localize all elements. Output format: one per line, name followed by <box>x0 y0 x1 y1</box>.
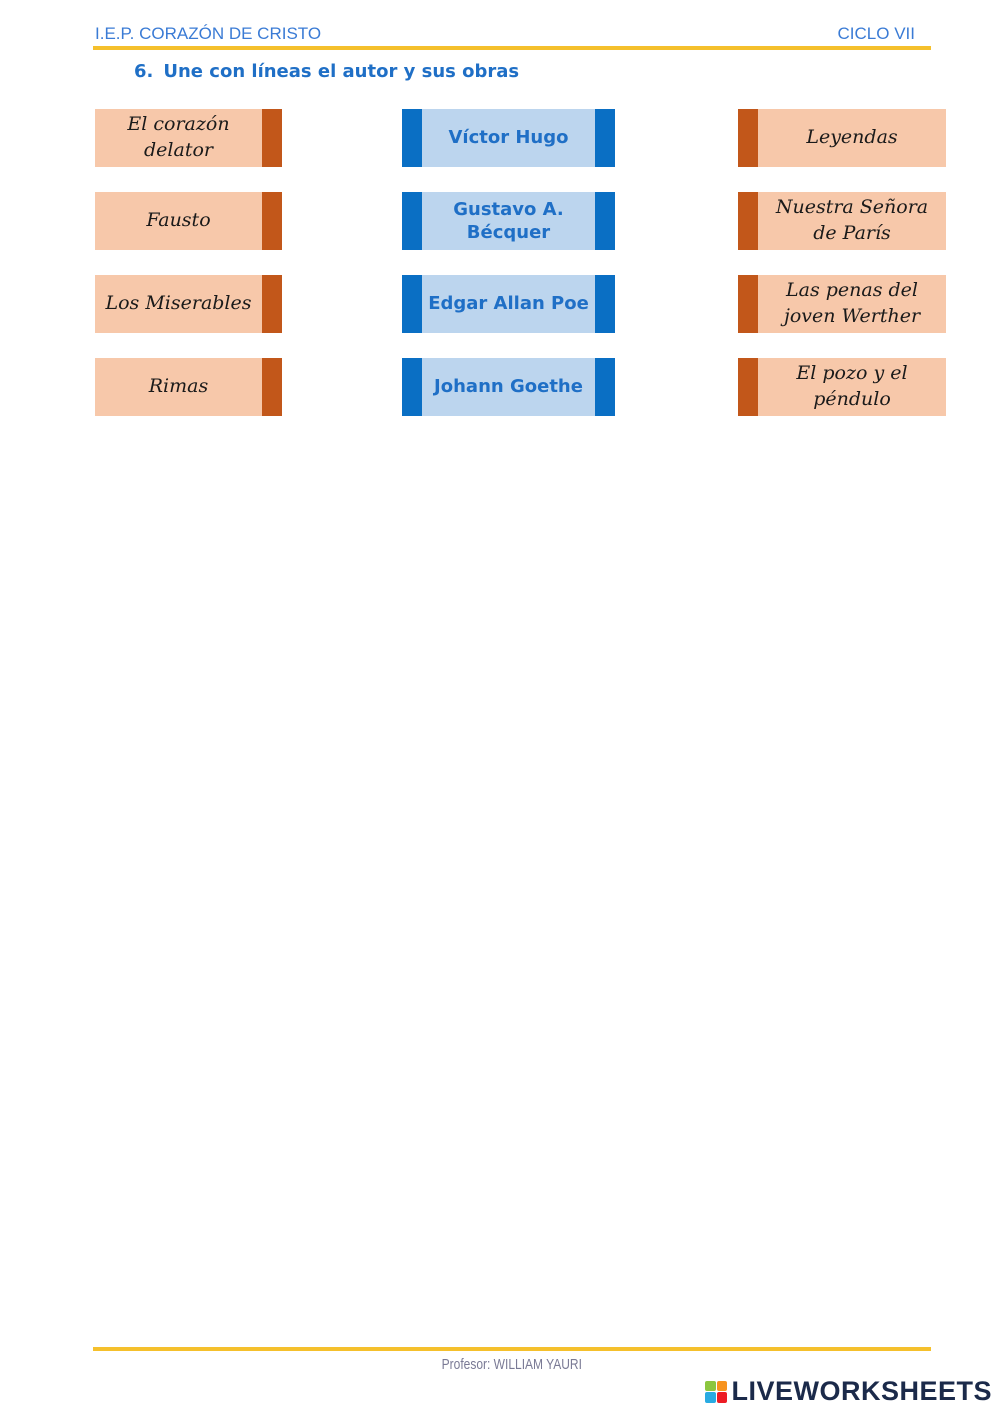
work-card-right[interactable]: Las penas del joven Werther <box>738 275 946 333</box>
author-name: Víctor Hugo <box>448 127 569 149</box>
work-title: Leyendas <box>806 126 898 149</box>
work-title: Las penas del joven Werther <box>783 279 921 327</box>
work-title: Fausto <box>146 209 211 232</box>
author-card[interactable]: Gustavo A. Bécquer <box>402 192 615 250</box>
work-card-right[interactable]: El pozo y el péndulo <box>738 358 946 416</box>
brand-name: LIVEWORKSHEETS <box>731 1376 992 1406</box>
author-name: Edgar Allan Poe <box>428 293 589 315</box>
author-name: Johann Goethe <box>434 376 583 398</box>
exercise-instruction: 6. Une con líneas el autor y sus obras <box>134 61 519 82</box>
liveworksheets-logo-icon <box>705 1380 728 1403</box>
exercise-text: Une con líneas el autor y sus obras <box>163 61 520 82</box>
school-name: I.E.P. CORAZÓN DE CRISTO <box>95 24 322 43</box>
work-title: El pozo y el péndulo <box>796 362 908 410</box>
work-card-left[interactable]: El corazón delator <box>95 109 282 167</box>
header-divider <box>93 46 931 50</box>
work-title: Nuestra Señora de París <box>775 196 929 244</box>
work-title: El corazón delator <box>127 113 230 161</box>
work-card-right[interactable]: Nuestra Señora de París <box>738 192 946 250</box>
author-card[interactable]: Víctor Hugo <box>402 109 615 167</box>
author-card[interactable]: Edgar Allan Poe <box>402 275 615 333</box>
exercise-number: 6. <box>134 61 154 82</box>
brand-badge[interactable]: LIVEWORKSHEETS <box>705 1376 992 1407</box>
work-title: Rimas <box>148 375 209 398</box>
work-card-left[interactable]: Rimas <box>95 358 282 416</box>
work-title: Los Miserables <box>105 292 252 315</box>
work-card-left[interactable]: Fausto <box>95 192 282 250</box>
work-card-right[interactable]: Leyendas <box>738 109 946 167</box>
footer-divider <box>93 1347 931 1351</box>
author-name: Gustavo A. Bécquer <box>453 198 564 243</box>
work-card-left[interactable]: Los Miserables <box>95 275 282 333</box>
cycle-label: CICLO VII <box>837 24 915 43</box>
author-card[interactable]: Johann Goethe <box>402 358 615 416</box>
teacher-name: Profesor: WILLIAM YAURI <box>441 1356 582 1373</box>
